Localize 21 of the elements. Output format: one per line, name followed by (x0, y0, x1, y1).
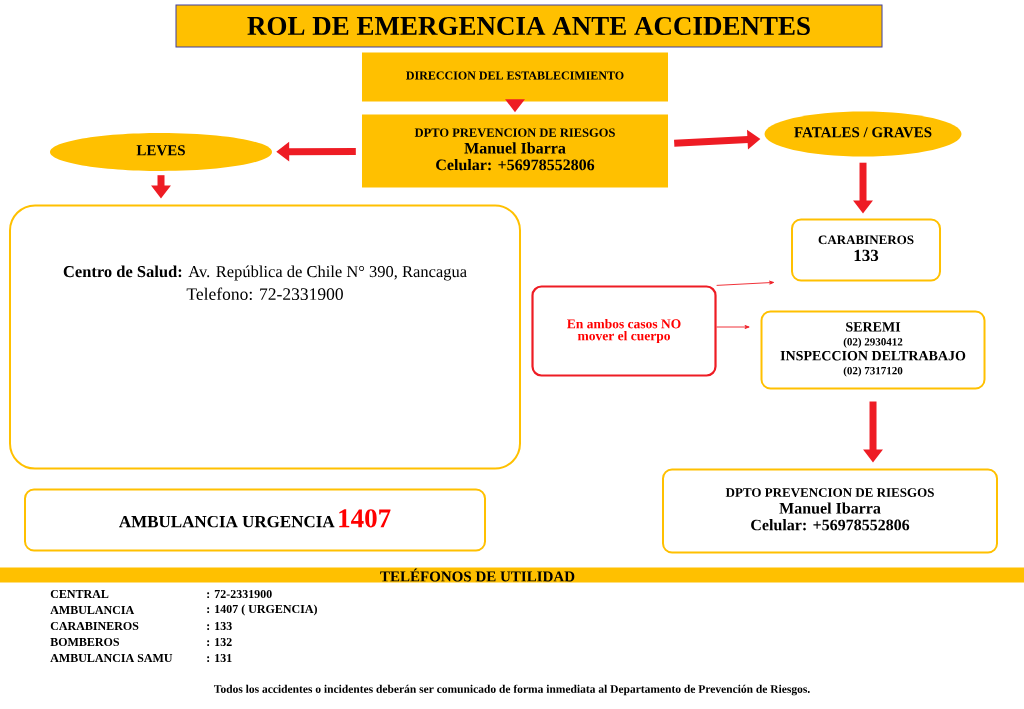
contact-box: CARABINEROS 133 (791, 218, 941, 282)
process-box: DIRECCION DEL ESTABLECIMIENTO (362, 52, 668, 102)
table-text: AMBULANCIA SAMU (50, 653, 173, 663)
table-text: CARABINEROS (50, 621, 139, 631)
info-panel: Centro de Salud: Av. República de Chile N° 390, Rancagua Telefono: 72-2331900 (9, 204, 521, 470)
warning-box: En ambos casos NO mover el cuerpo (531, 285, 717, 377)
contact-box: SEREMI (02) 2930412 INSPECCION DELTRABAJO (02) 7317120 (760, 310, 986, 390)
section-band: TELÉFONOS DE UTILIDAD (0, 567, 1024, 583)
contact-box: AMBULANCIA URGENCIA 1407 (24, 488, 486, 552)
process-box: DPTO PREVENCION DE RIESGOS Manuel Ibarra Celular: +56978552806 (362, 114, 668, 188)
arrow (716, 325, 750, 329)
title-banner: ROL DE EMERGENCIA ANTE ACCIDENTES (175, 4, 883, 48)
table-text: : 131 (207, 653, 232, 663)
table-text: : 133 (207, 621, 232, 631)
arrow (716, 280, 775, 286)
table-text: BOMBEROS (50, 637, 120, 647)
footer-note: Todos los accidentes o incidentes deberán ser comunicado de forma inmediata al Departamento de Prevención de Riesgos. (214, 684, 810, 696)
table-text: : 132 (207, 637, 232, 647)
table-text: : 1407 ( URGENCIA) (207, 604, 317, 616)
contact-box: DPTO PREVENCION DE RIESGOS Manuel Ibarra Celular: +56978552806 (662, 468, 998, 554)
table-text: AMBULANCIA (50, 605, 135, 615)
